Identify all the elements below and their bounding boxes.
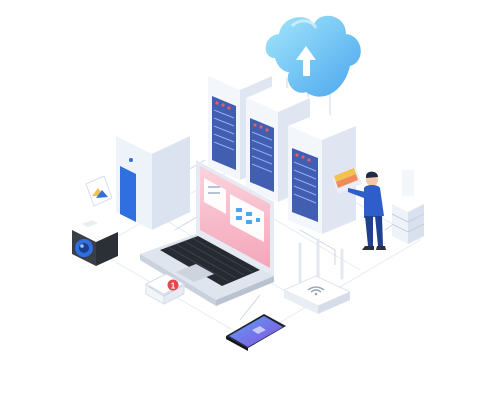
storage-stack-icon: [391, 170, 425, 244]
person-icon: [348, 171, 386, 250]
notification-badge: 1: [167, 279, 179, 291]
notification-count: 1: [171, 282, 176, 291]
camera-icon: [72, 220, 118, 266]
smartphone-icon: [226, 314, 286, 351]
mail-icon: [144, 273, 186, 305]
laptop-screen-windows: [204, 178, 264, 242]
server-rack-icon: [288, 112, 362, 234]
router-icon: [282, 238, 352, 314]
image-file-icon: [85, 175, 113, 207]
laptop-icon: [140, 160, 274, 306]
tower-pc-icon: [116, 118, 190, 230]
cloud-upload-icon: [265, 15, 361, 97]
